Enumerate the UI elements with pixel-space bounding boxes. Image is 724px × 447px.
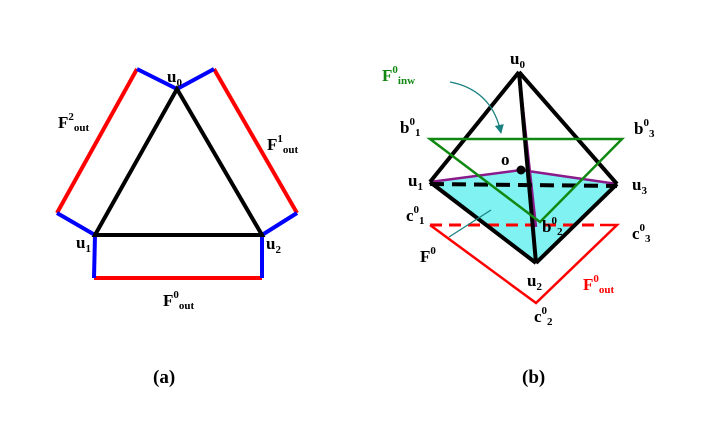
label-u2-b: u2 <box>527 271 542 293</box>
face-f0-inw-triangle <box>426 137 625 224</box>
label-o: o <box>501 150 510 169</box>
label-f2-out-a: F2out <box>58 111 90 134</box>
purple-o-u3 <box>520 168 618 186</box>
face-f2-out-edge <box>55 68 139 214</box>
label-b03: b03 <box>634 117 655 140</box>
edge-u1-u3-hidden <box>429 182 618 188</box>
purple-u1-o <box>429 168 522 184</box>
label-c03: c03 <box>632 222 651 245</box>
label-f0-out-b: F0out <box>583 273 615 296</box>
face-f0-out-triangle <box>429 223 621 305</box>
edge-u1-u2 <box>428 180 538 265</box>
label-c02: c02 <box>534 305 553 328</box>
panel-b: u0 u1 u2 u3 o F0inw b01 b03 b02 c01 c03 … <box>382 49 655 388</box>
edge-u3-u2 <box>534 182 619 265</box>
triangle-u0-u1-u2 <box>91 84 266 237</box>
face-f0-fill <box>430 170 617 263</box>
f0-inw-arrow <box>449 81 504 134</box>
label-c01: c01 <box>406 204 425 227</box>
label-u0-a: u0 <box>167 67 182 89</box>
label-f0-inw: F0inw <box>382 64 415 87</box>
f0-pointer <box>448 209 492 238</box>
label-u2-a: u2 <box>266 234 281 256</box>
label-f0: F0 <box>420 245 436 266</box>
label-f1-out-a: F1out <box>267 133 299 156</box>
face-f1-out-edge <box>212 68 299 214</box>
caption-b: (b) <box>522 367 545 388</box>
label-b02: b02 <box>542 215 563 238</box>
edge-u0-u1 <box>428 70 521 184</box>
label-u0-b: u0 <box>510 49 525 71</box>
edge-u0-u3 <box>517 70 619 186</box>
panel-a: u0 u1 u2 F2out F1out F0out (a) <box>55 67 299 388</box>
label-f0-out-a: F0out <box>163 289 195 312</box>
label-u1-b: u1 <box>408 171 423 193</box>
label-b01: b01 <box>400 116 420 139</box>
label-u1-a: u1 <box>76 233 91 255</box>
point-o <box>516 165 526 175</box>
label-u3-b: u3 <box>632 175 647 197</box>
edge-u0-u2 <box>517 71 538 264</box>
caption-a: (a) <box>153 367 175 388</box>
